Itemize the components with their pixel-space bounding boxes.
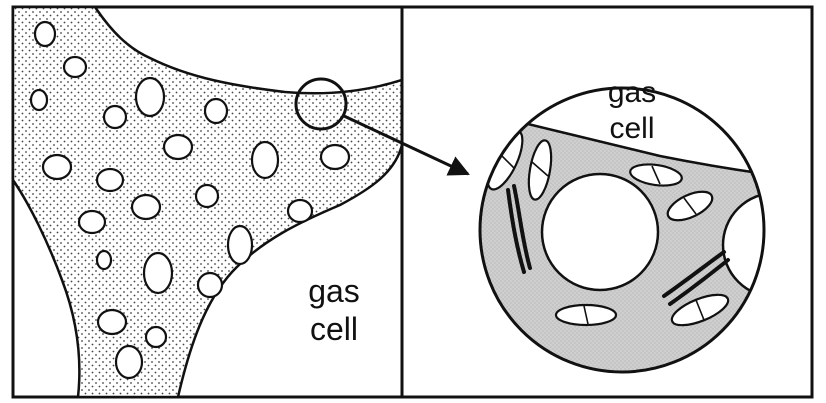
right-gas-cell-label-line2: cell	[609, 112, 654, 145]
bubble	[146, 327, 166, 347]
bubble	[43, 155, 71, 179]
bubble	[35, 22, 55, 46]
bubble	[97, 251, 111, 269]
bubble	[196, 185, 218, 207]
bubble	[79, 211, 105, 233]
bubble	[321, 145, 349, 169]
bubble	[116, 346, 142, 378]
bubble	[132, 195, 160, 219]
left-gas-cell-label-line1: gas	[308, 273, 360, 309]
bubble	[228, 226, 252, 264]
magnified-large-bubble	[542, 174, 658, 290]
bubble	[288, 200, 312, 222]
right-panel: gas cell	[402, 7, 826, 397]
bubble	[136, 78, 164, 116]
bubble	[252, 142, 278, 178]
bubble	[64, 57, 86, 77]
bubble	[198, 273, 222, 297]
bubble	[31, 90, 47, 110]
bubble	[104, 106, 126, 128]
left-panel: gas cell	[13, 7, 402, 397]
left-gas-cell-label-line2: cell	[310, 311, 358, 347]
bubble	[97, 169, 123, 191]
bubble	[164, 135, 192, 159]
bubble	[98, 310, 126, 334]
bubble	[144, 253, 172, 293]
bubble	[205, 99, 227, 123]
right-gas-cell-label-line1: gas	[608, 76, 656, 109]
